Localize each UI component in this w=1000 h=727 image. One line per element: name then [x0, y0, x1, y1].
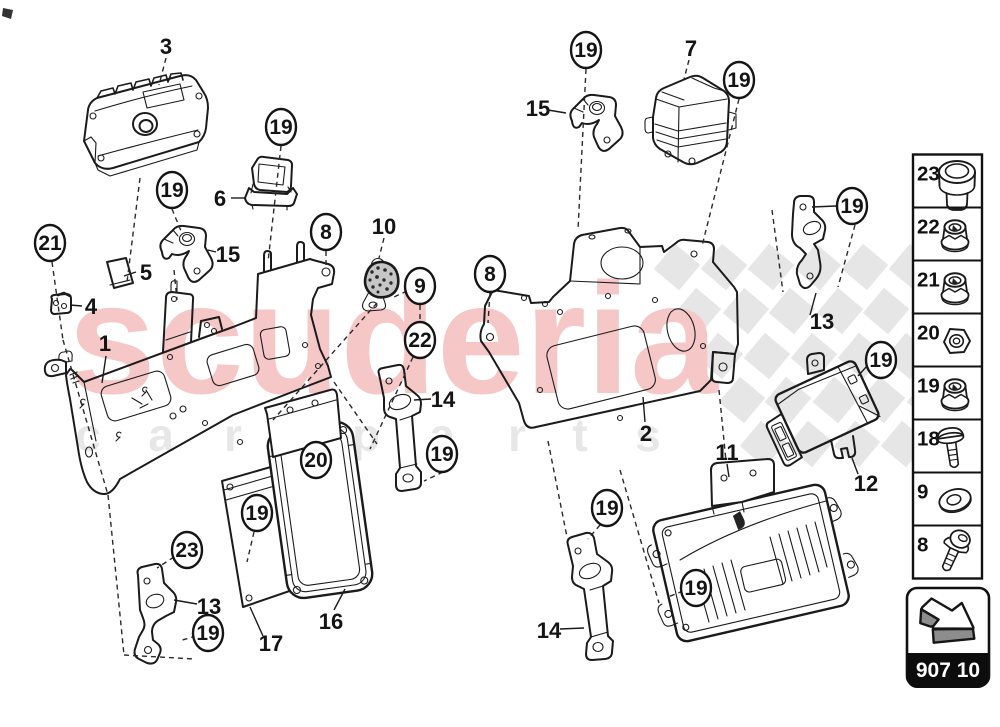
svg-text:907 10: 907 10	[916, 659, 980, 682]
svg-text:13: 13	[810, 309, 834, 334]
svg-text:9: 9	[917, 481, 928, 504]
svg-text:22: 22	[408, 329, 431, 352]
svg-text:19: 19	[727, 69, 750, 92]
svg-text:8: 8	[484, 263, 496, 286]
svg-text:14: 14	[431, 387, 456, 412]
svg-text:s: s	[635, 409, 661, 461]
svg-text:9: 9	[414, 275, 426, 298]
svg-text:2: 2	[640, 421, 652, 446]
svg-text:18: 18	[917, 428, 940, 451]
svg-text:19: 19	[574, 39, 597, 62]
svg-text:21: 21	[38, 232, 62, 255]
svg-text:t: t	[572, 409, 587, 461]
svg-text:8: 8	[917, 534, 928, 557]
svg-text:19: 19	[840, 195, 863, 218]
svg-text:19: 19	[196, 622, 219, 645]
svg-text:1: 1	[99, 331, 111, 356]
svg-text:10: 10	[372, 214, 396, 239]
svg-text:r: r	[508, 409, 526, 461]
svg-text:7: 7	[685, 36, 697, 61]
svg-text:12: 12	[854, 471, 878, 496]
svg-text:14: 14	[537, 618, 562, 643]
svg-text:13: 13	[197, 594, 221, 619]
svg-text:5: 5	[140, 260, 152, 285]
svg-text:16: 16	[319, 609, 343, 634]
svg-text:22: 22	[917, 216, 940, 239]
svg-text:20: 20	[304, 449, 327, 472]
svg-text:19: 19	[430, 443, 453, 466]
svg-text:19: 19	[595, 497, 618, 520]
svg-text:23: 23	[917, 163, 940, 186]
svg-text:20: 20	[917, 322, 940, 345]
svg-text:11: 11	[715, 440, 738, 465]
svg-text:19: 19	[917, 375, 940, 398]
svg-text:19: 19	[269, 116, 292, 139]
svg-text:19: 19	[869, 349, 892, 372]
svg-text:15: 15	[526, 96, 550, 121]
svg-text:r: r	[224, 409, 242, 461]
svg-text:21: 21	[917, 269, 940, 292]
svg-text:19: 19	[160, 179, 183, 202]
svg-text:p: p	[352, 409, 380, 461]
svg-text:19: 19	[245, 502, 268, 525]
svg-text:4: 4	[85, 294, 98, 319]
svg-text:15: 15	[216, 242, 240, 267]
svg-text:19: 19	[684, 577, 707, 600]
svg-text:3: 3	[160, 34, 172, 59]
svg-text:23: 23	[175, 539, 198, 562]
svg-text:6: 6	[214, 186, 226, 211]
svg-text:8: 8	[320, 221, 332, 244]
